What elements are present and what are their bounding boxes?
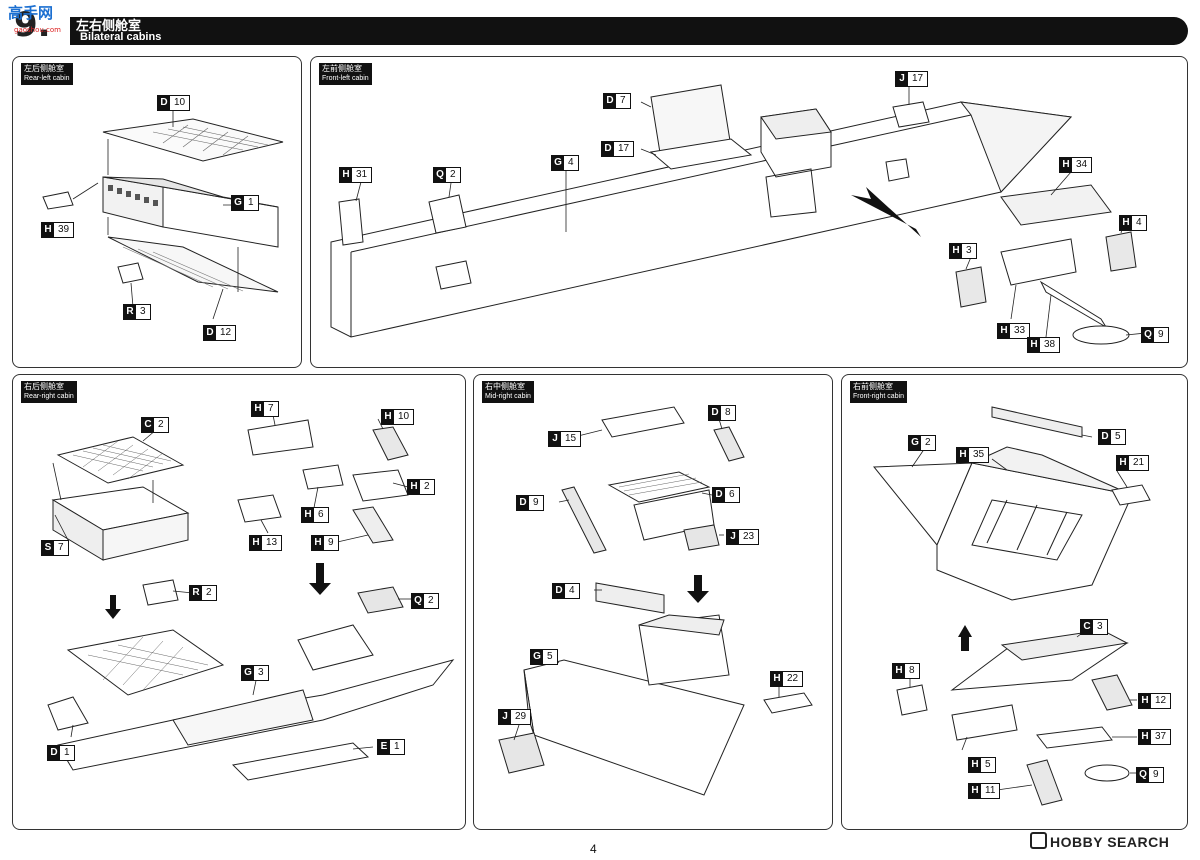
hobby-search-watermark: HOBBY SEARCH (1030, 832, 1169, 850)
panel-rear-left-cabin: 左后侧舱室 Rear-left cabin (12, 56, 302, 368)
panel-tag: 右中侧舱室 Mid-right cabin (482, 381, 534, 403)
panel-rear-right-cabin: 右后侧舱室 Rear-right cabin (12, 374, 466, 830)
front-left-cabin-drawing (330, 84, 1147, 345)
rear-right-cabin-drawing (47, 414, 455, 781)
header-bar (70, 17, 1188, 45)
step-title-cn: 左右侧舱室 (76, 19, 142, 34)
panel-tag: 左后侧舱室 Rear-left cabin (21, 63, 73, 85)
panel-tag: 左前侧舱室 Front-left cabin (319, 63, 372, 85)
step-number: 9. (14, 5, 51, 45)
site-logo-cn: 高手网 (8, 4, 54, 22)
watermark-logo-icon (1030, 832, 1047, 849)
front-right-cabin-drawing (872, 406, 1151, 806)
mid-right-cabin-drawing (498, 406, 813, 796)
page-number: 4 (590, 842, 597, 856)
panel-front-left-cabin: 左前侧舱室 Front-left cabin (310, 56, 1188, 368)
panel-tag: 右后侧舱室 Rear-right cabin (21, 381, 77, 403)
site-logo-en: gaoshou.com (14, 26, 61, 34)
step-title-en: Bilateral cabins (80, 31, 162, 43)
instruction-header: 9. 高手网 gaoshou.com 左右侧舱室 Bilateral cabin… (0, 0, 1200, 48)
panel-front-right-cabin: 右前侧舱室 Front-right cabin (841, 374, 1188, 830)
panel-tag: 右前侧舱室 Front-right cabin (850, 381, 907, 403)
rear-left-cabin-drawing (42, 104, 284, 320)
panel-mid-right-cabin: 右中侧舱室 Mid-right cabin (473, 374, 833, 830)
